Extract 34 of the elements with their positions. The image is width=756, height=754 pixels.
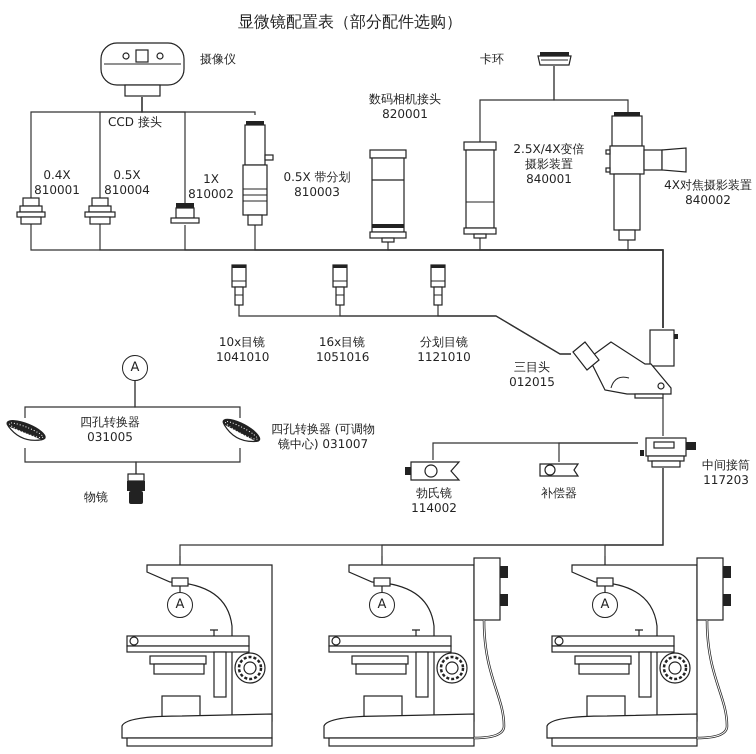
- part-label: 10x目镜 1041010: [216, 335, 268, 365]
- connector-line: [558, 442, 638, 462]
- part-label: CCD 接头: [108, 115, 162, 130]
- callout-circle: A: [369, 592, 395, 618]
- part-label: 三目头 012015: [508, 360, 556, 390]
- connector-line: [627, 240, 664, 328]
- callout-circle: A: [122, 355, 148, 381]
- connector-line: [553, 66, 629, 112]
- part-label: 四孔转换器 (可调物镜中心) 031007: [270, 422, 376, 452]
- part-label: 数码相机接头 820001: [368, 92, 442, 122]
- part-label: 摄像仪: [200, 52, 237, 67]
- connector-line: [604, 468, 664, 556]
- connector-line: [141, 97, 256, 115]
- part-label: 2.5X/4X变倍摄影装置 840001: [512, 142, 586, 187]
- part-label: 4X对焦摄影装置 840002: [663, 178, 753, 208]
- connector-line: [135, 448, 241, 474]
- part-label: 0.5X 810004: [104, 168, 150, 198]
- part-label: 勃氏镜 114002: [410, 486, 458, 516]
- callout-circle: A: [592, 592, 618, 618]
- part-label: 中间接筒 117203: [701, 458, 751, 488]
- connector-line: [134, 381, 241, 418]
- part-label: 1X 810002: [188, 172, 234, 202]
- part-label: 16x目镜 1051016: [316, 335, 368, 365]
- part-label: 分划目镜 1121010: [416, 335, 472, 365]
- connector-line: [662, 398, 664, 436]
- connector-line: [437, 305, 571, 355]
- part-label: 卡环: [480, 52, 505, 67]
- part-label: 0.4X 810001: [34, 168, 80, 198]
- title: 显微镜配置表（部分配件选购）: [237, 12, 463, 33]
- callout-circle: A: [167, 592, 193, 618]
- part-label: 0.5X 带分划 810003: [282, 170, 352, 200]
- part-label: 四孔转换器 031005: [79, 415, 141, 445]
- part-label: 物镜: [83, 490, 109, 505]
- part-label: 补偿器: [540, 486, 578, 501]
